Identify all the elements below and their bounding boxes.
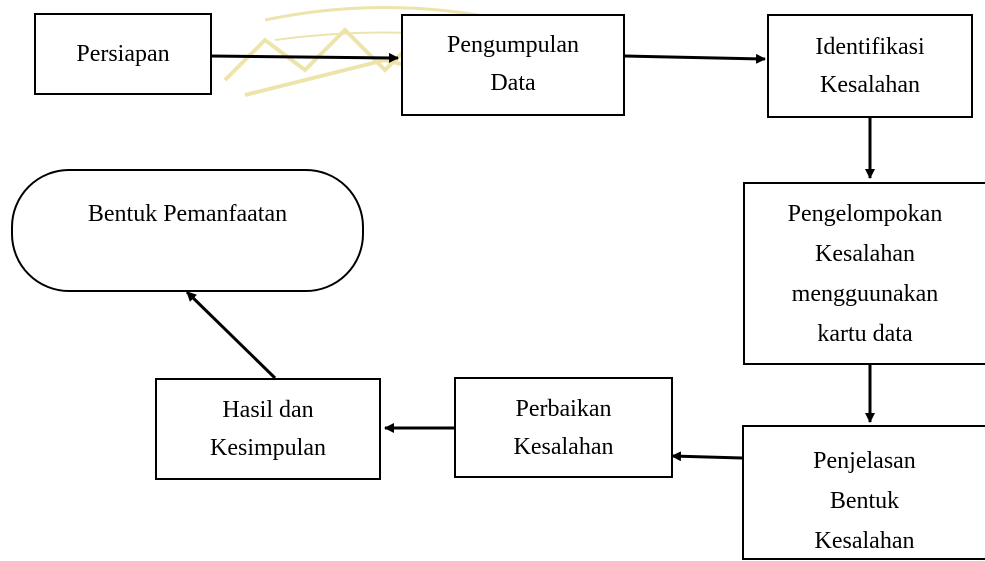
node-perbaikan-kesalahan-label: Perbaikan Kesalahan bbox=[513, 395, 614, 460]
node-hasil-dan-kesimpulan-label: Hasil dan Kesimpulan bbox=[210, 397, 326, 461]
arrow-penjelasan-to-perbaikan bbox=[671, 451, 743, 462]
node-pengumpulan-data: Pengumpulan Data bbox=[401, 14, 625, 116]
node-pengelompokan-kesalahan: Pengelompokan Kesalahan mengguunakan kar… bbox=[743, 182, 985, 365]
node-hasil-dan-kesimpulan: Hasil dan Kesimpulan bbox=[155, 378, 381, 480]
node-identifikasi-kesalahan: Identifikasi Kesalahan bbox=[767, 14, 973, 118]
arrow-hasil-to-pemanfaatan bbox=[185, 290, 277, 380]
node-persiapan-label: Persiapan bbox=[76, 41, 170, 67]
node-persiapan: Persiapan bbox=[34, 13, 212, 95]
node-penjelasan-bentuk-kesalahan: Penjelasan Bentuk Kesalahan bbox=[742, 425, 985, 560]
node-pengumpulan-data-label: Pengumpulan Data bbox=[447, 32, 579, 96]
arrow-persiapan-to-pengumpulan bbox=[209, 52, 399, 63]
node-bentuk-pemanfaatan-label: Bentuk Pemanfaatan bbox=[87, 201, 288, 227]
node-bentuk-pemanfaatan: Bentuk Pemanfaatan bbox=[11, 169, 364, 292]
node-penjelasan-bentuk-kesalahan-label: Penjelasan Bentuk Kesalahan bbox=[813, 448, 916, 554]
arrow-pengumpulan-to-identifikasi bbox=[624, 53, 766, 64]
node-identifikasi-kesalahan-label: Identifikasi Kesalahan bbox=[815, 34, 925, 98]
node-pengelompokan-kesalahan-label: Pengelompokan Kesalahan mengguunakan kar… bbox=[787, 200, 943, 347]
node-perbaikan-kesalahan: Perbaikan Kesalahan bbox=[454, 377, 673, 478]
